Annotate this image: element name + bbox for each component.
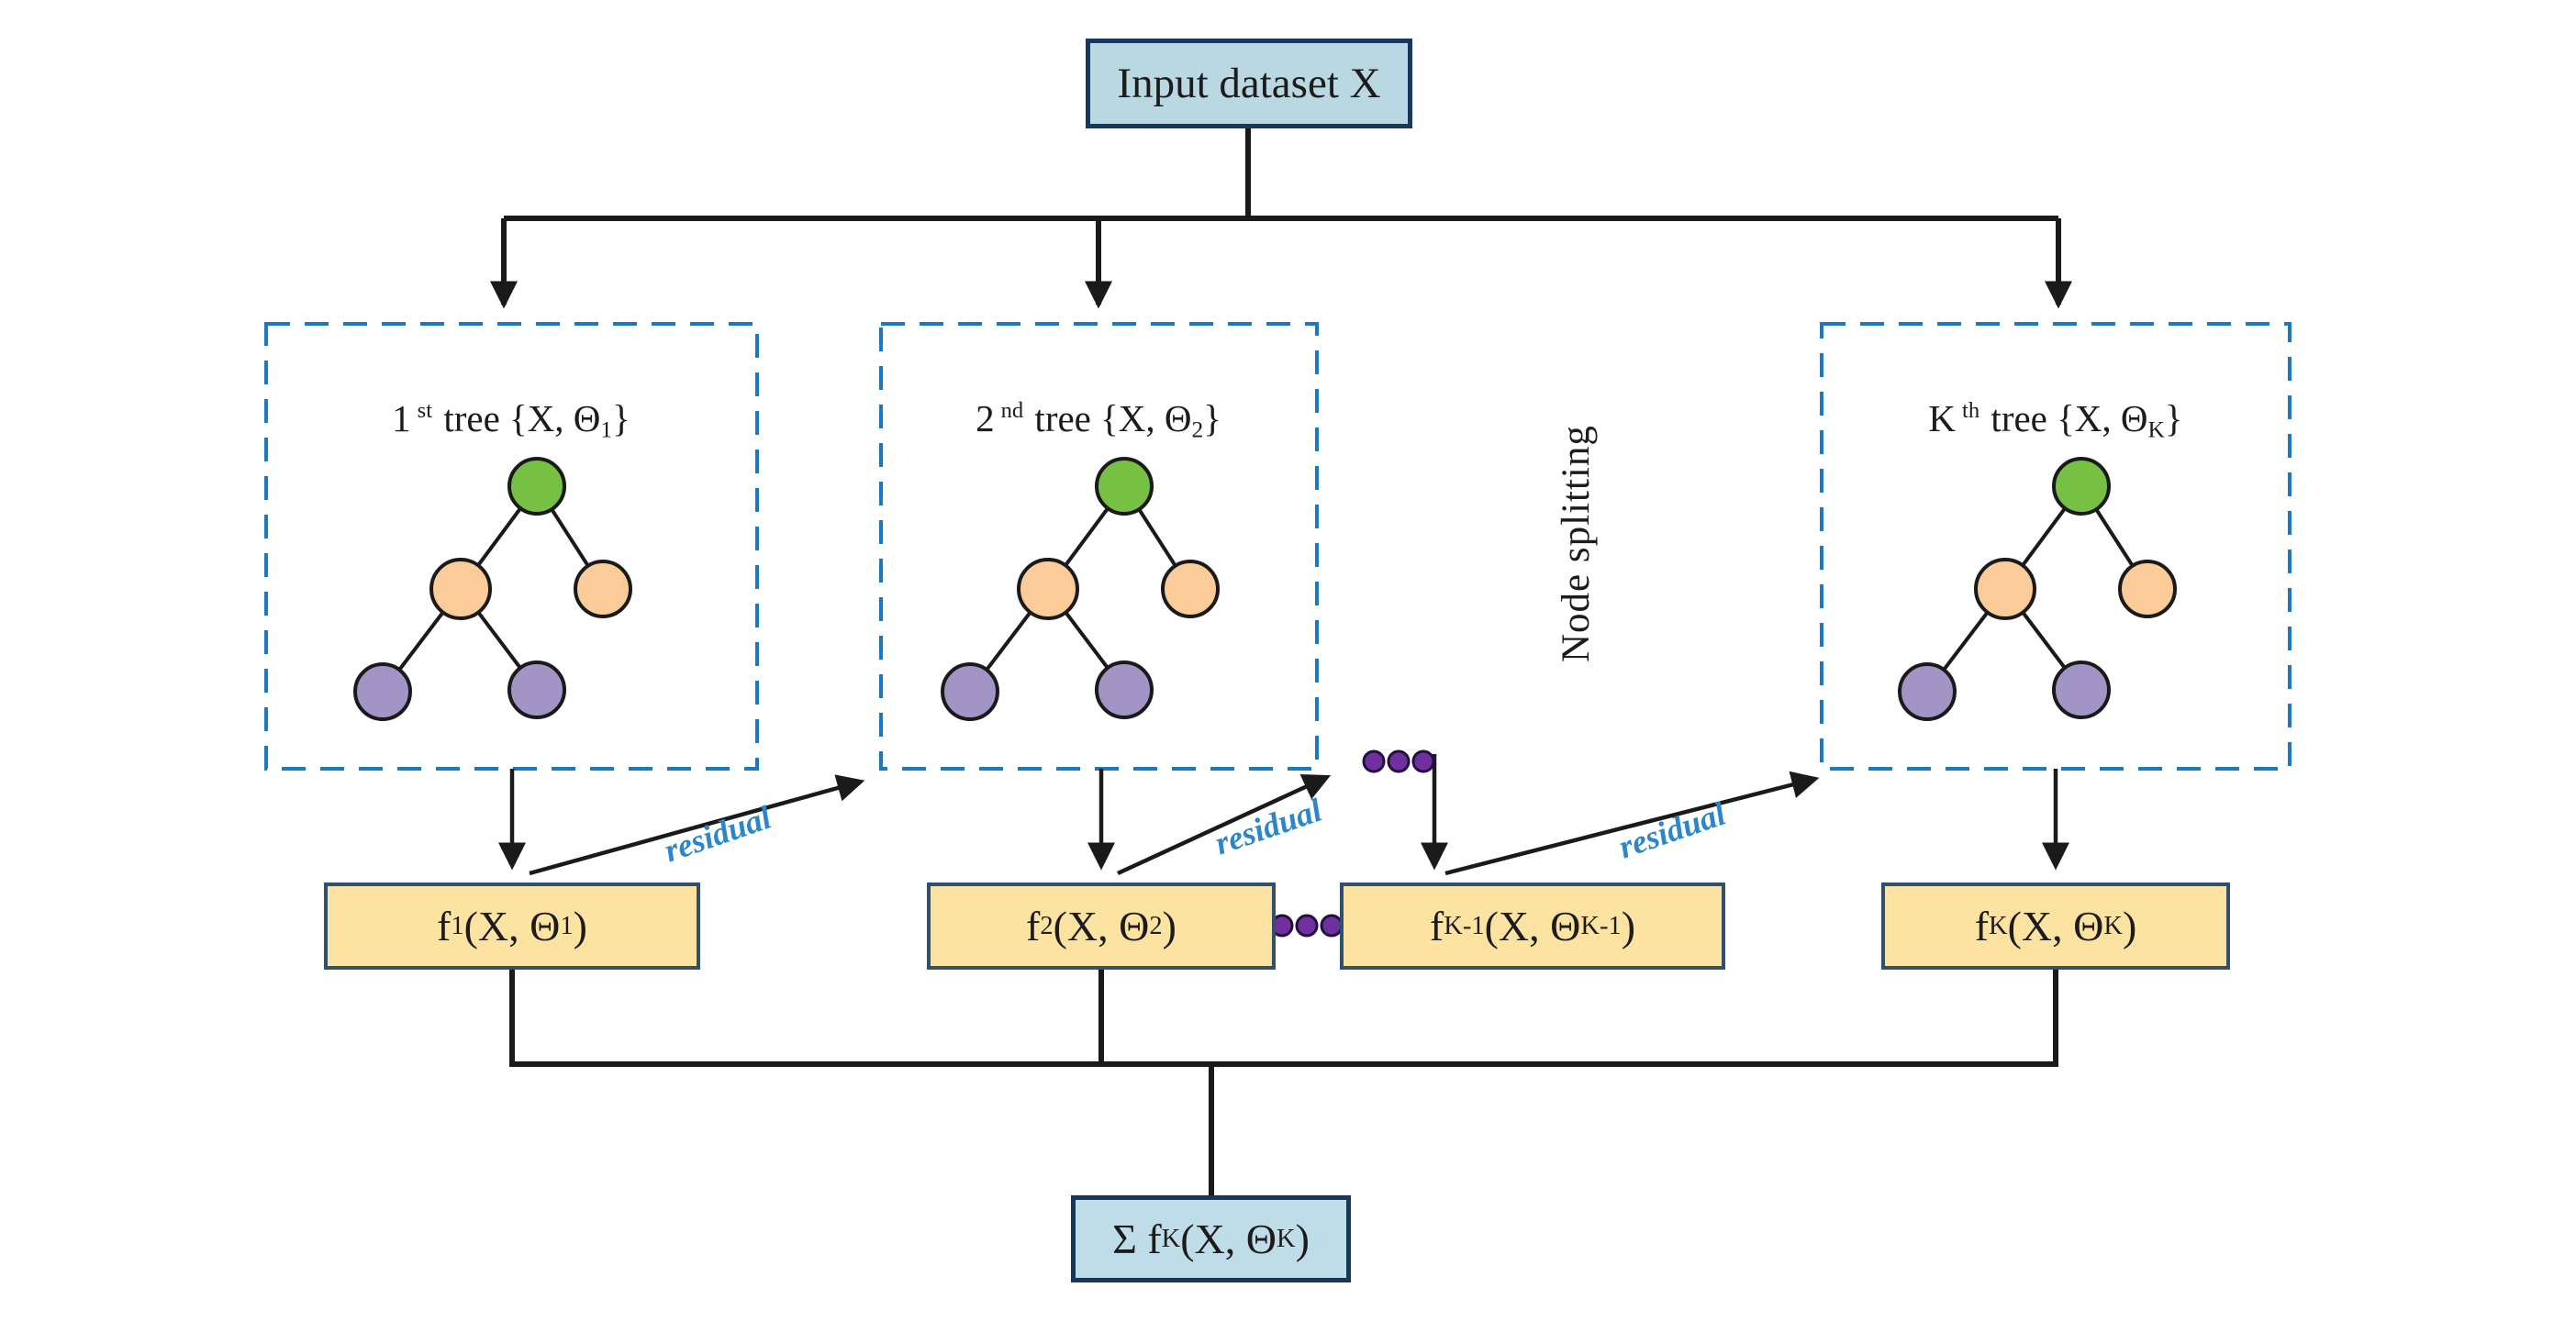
- root-node: [2052, 457, 2111, 516]
- internal-node: [429, 558, 492, 620]
- leaf-node: [1095, 660, 1154, 719]
- leaf-node: [507, 660, 566, 719]
- input-dataset-label: Input dataset X: [1117, 60, 1381, 107]
- leaf-node: [1898, 662, 1957, 721]
- tree-1-dashed-box: [264, 322, 759, 771]
- sum-collector-line: [509, 970, 2058, 1195]
- node-splitting-label: Node splitting: [1555, 425, 1598, 662]
- leaf-node: [353, 662, 412, 721]
- internal-node: [574, 560, 632, 618]
- tree-2-dashed-box: [879, 322, 1319, 771]
- tree-k-graphic: [1898, 457, 2177, 721]
- root-node: [507, 457, 566, 516]
- residual-arrow-1: [529, 774, 865, 876]
- tree-k-dashed-box: [1820, 322, 2292, 771]
- ellipsis-dots-lower: [1270, 914, 1344, 938]
- internal-node: [2118, 560, 2177, 618]
- leaf-node: [941, 662, 999, 721]
- residual-arrow-2: [1117, 774, 1332, 876]
- tree-2-graphic: [941, 457, 1220, 721]
- residual-arrow-3: [1444, 771, 1820, 876]
- internal-node: [1161, 560, 1220, 618]
- ellipsis-dots-upper: [1362, 749, 1435, 773]
- internal-node: [1974, 558, 2036, 620]
- tree-1-graphic: [353, 457, 632, 721]
- internal-node: [1017, 558, 1079, 620]
- root-node: [1095, 457, 1154, 516]
- input-dataset-box: Input dataset X: [1086, 39, 1412, 128]
- leaf-node: [2052, 660, 2111, 719]
